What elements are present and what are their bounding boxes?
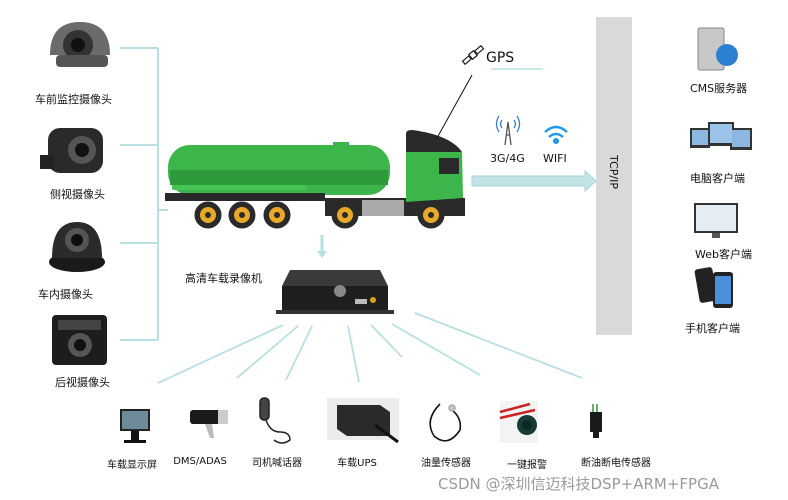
dvr-arrow-head <box>317 251 327 258</box>
gps-antenna-line <box>436 74 473 139</box>
server-icon <box>697 27 738 71</box>
wifi-icon <box>544 125 568 145</box>
peripheral-ups-label: 车载UPS <box>337 458 377 469</box>
ups-icon <box>327 398 399 444</box>
peripheral-dms-label: DMS/ADAS <box>173 456 227 467</box>
watermark: CSDN @深圳信迈科技DSP+ARM+FPGA <box>438 475 719 493</box>
peripheral-connector-lines <box>157 312 583 384</box>
peripheral-display-label: 车载显示屏 <box>107 460 157 471</box>
camera-rear-label: 后视摄像头 <box>55 376 110 389</box>
peripheral-powercut-label: 断油断电传感器 <box>581 458 651 469</box>
client-cms-label: CMS服务器 <box>690 82 748 95</box>
mobile-client-icon <box>694 267 733 308</box>
camera-connector-lines <box>120 47 168 341</box>
camera-front-label: 车前监控摄像头 <box>35 93 112 106</box>
camera-rear-icon <box>52 315 107 365</box>
camera-side-icon <box>40 128 103 173</box>
oil-sensor-icon <box>429 403 462 442</box>
camera-side-label: 侧视摄像头 <box>50 188 105 201</box>
camera-interior-label: 车内摄像头 <box>38 288 93 301</box>
gps-label: GPS <box>486 50 515 66</box>
client-pc-label: 电脑客户端 <box>690 172 745 185</box>
display-screen-icon <box>120 409 150 443</box>
desktop-clients-icon <box>690 122 752 150</box>
dvr-device-icon <box>276 270 394 314</box>
cellular-label: 3G/4G <box>490 152 525 165</box>
web-client-icon <box>694 203 738 238</box>
camera-front-icon <box>50 22 110 67</box>
peripheral-alarm-label: 一键报警 <box>507 460 547 471</box>
tcp-ip-label: TCP/IP <box>607 155 620 189</box>
tcp-ip-panel <box>596 17 632 335</box>
tcp-arrow <box>471 169 597 193</box>
emergency-button-icon <box>499 401 538 443</box>
cell-tower-icon <box>495 115 521 146</box>
client-web-label: Web客户端 <box>695 248 752 261</box>
client-mobile-label: 手机客户端 <box>685 322 740 335</box>
peripheral-oil-label: 油量传感器 <box>421 458 471 469</box>
tanker-truck-icon <box>165 130 465 229</box>
wifi-label: WIFI <box>543 152 567 165</box>
peripheral-mic-label: 司机喊话器 <box>252 458 302 469</box>
dms-adas-icon <box>190 410 228 438</box>
dvr-label: 高清车载录像机 <box>185 272 262 285</box>
power-cut-sensor-icon <box>590 404 602 438</box>
microphone-icon <box>259 397 291 444</box>
satellite-icon <box>461 44 485 66</box>
camera-interior-icon <box>49 222 105 272</box>
